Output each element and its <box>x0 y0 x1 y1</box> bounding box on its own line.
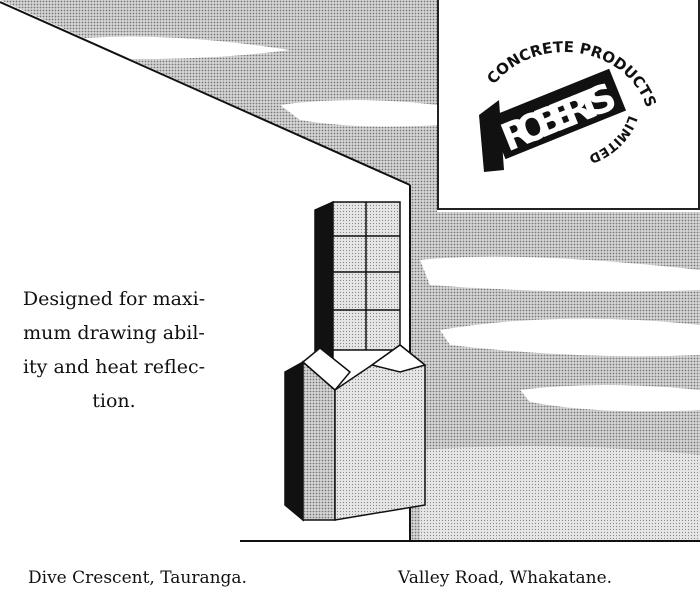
chimney <box>284 200 427 522</box>
tagline-line: tion. <box>92 390 136 412</box>
caption-left: Dive Crescent, Tauranga. <box>28 568 247 588</box>
sky-clouds <box>0 0 700 540</box>
roof-line <box>0 1 411 186</box>
tagline-line: mum drawing abil- <box>23 322 205 344</box>
tagline-line: ity and heat reflec- <box>22 356 206 378</box>
caption-right: Valley Road, Whakatane. <box>398 568 613 588</box>
tagline-line: Designed for maxi- <box>22 288 206 310</box>
roberts-logo: CONCRETE PRODUCTS LIMITED ROBERTS <box>479 38 660 172</box>
logo-box: CONCRETE PRODUCTS LIMITED ROBERTS <box>437 0 700 210</box>
tagline: Designed for maxi- mum drawing abil- ity… <box>0 282 228 418</box>
